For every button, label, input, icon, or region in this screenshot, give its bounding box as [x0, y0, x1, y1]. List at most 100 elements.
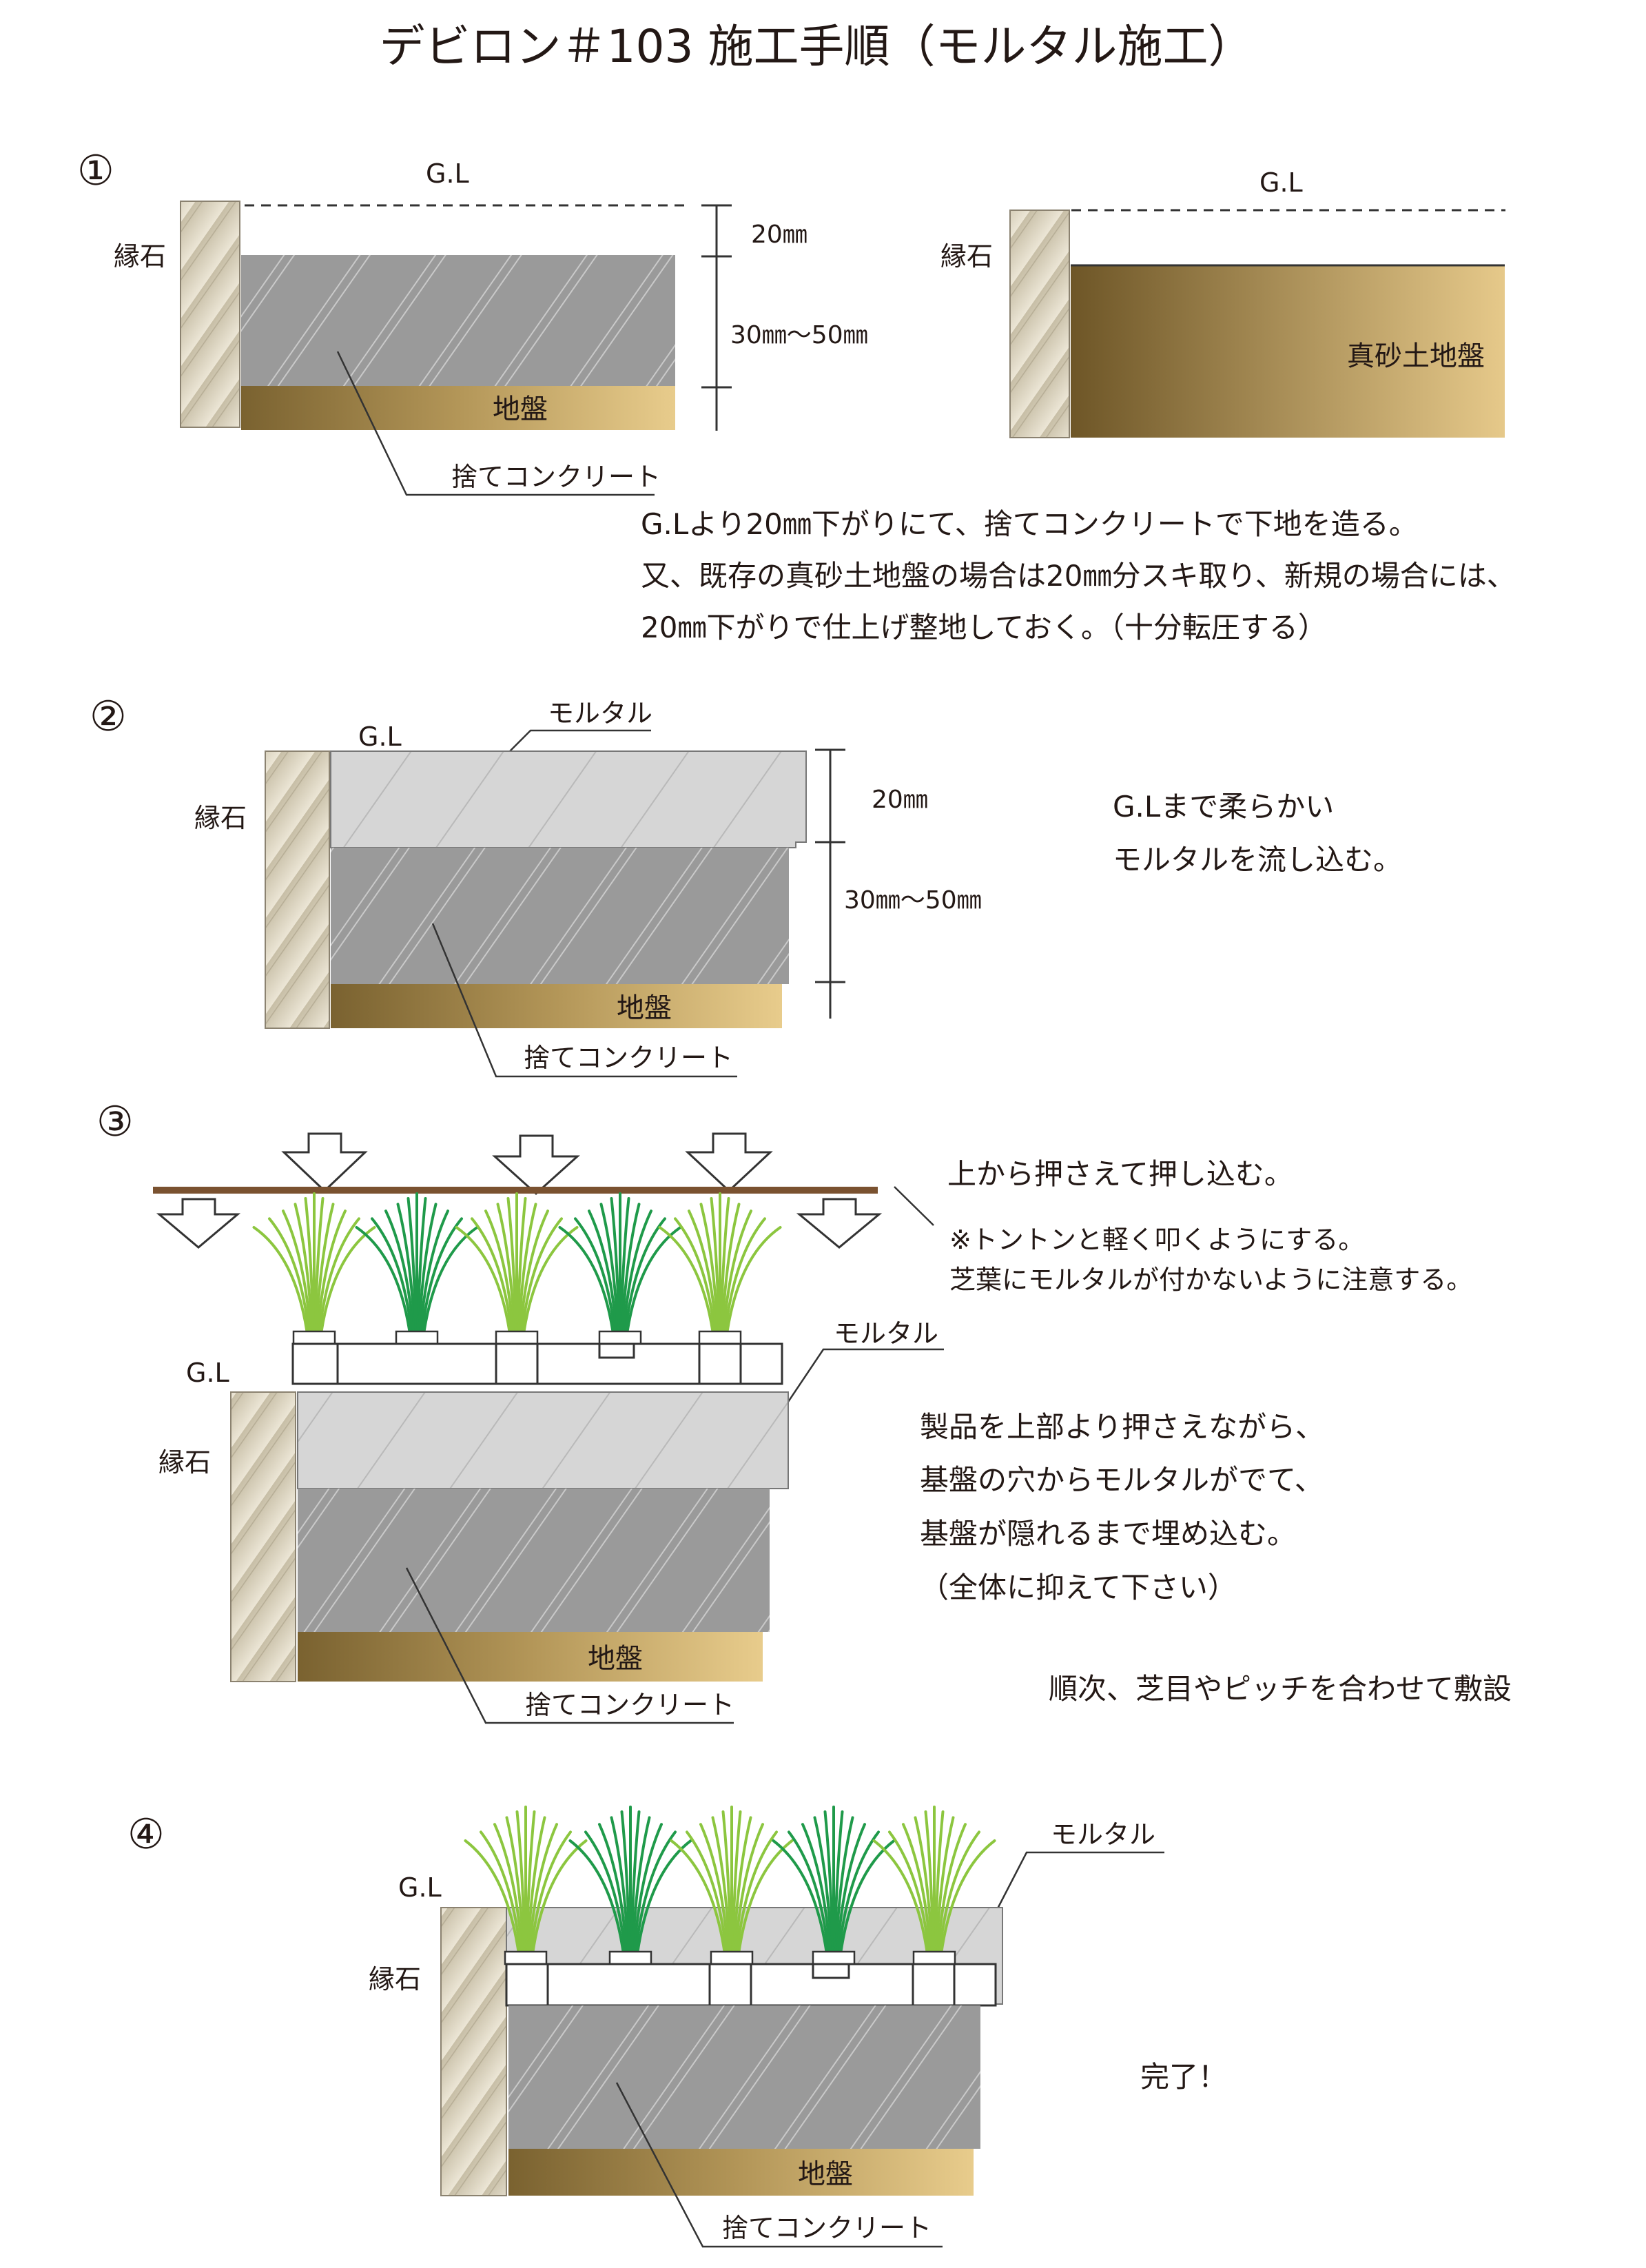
- step-2-ground-label: 地盤: [617, 992, 672, 1024]
- step-1-alt-ground: [1071, 265, 1505, 438]
- grass-blade: [688, 1209, 718, 1333]
- step-4-concrete: [508, 2005, 980, 2149]
- grass-blade: [732, 1816, 752, 1953]
- grass-blade: [304, 1197, 315, 1333]
- grass-blade: [710, 1197, 721, 1333]
- press-arrows: [156, 1132, 883, 1249]
- step-2-concrete: [331, 848, 789, 984]
- grass-blade: [355, 1226, 411, 1333]
- step-4-done: 完了！: [1140, 2060, 1227, 2094]
- step-3-number: ③: [96, 1098, 134, 1146]
- step-3-press-text: 上から押さえて押し込む。: [947, 1157, 1293, 1191]
- press-arrow-icon: [796, 1198, 883, 1249]
- step-3-note: ※トントンと軽く叩くようにする。: [949, 1225, 1364, 1255]
- step-2-dim-bottom: 30㎜～50㎜: [844, 886, 982, 915]
- step-2-text: モルタルを流し込む。: [1113, 843, 1402, 877]
- grass-blade: [315, 1203, 335, 1333]
- turf-cup: [608, 1950, 652, 1965]
- grass-blade: [936, 1823, 967, 1953]
- step-2-curb: [265, 750, 330, 1029]
- grass-blade: [610, 1197, 621, 1333]
- grass-blade: [632, 1823, 663, 1953]
- grass-blade: [813, 1816, 833, 1953]
- turf-cup: [395, 1330, 439, 1345]
- grass-blade: [801, 1823, 832, 1953]
- grass-blade: [934, 1810, 945, 1953]
- press-arrow-icon: [156, 1198, 241, 1249]
- grass-blade: [407, 1197, 418, 1333]
- step-3-text: （全体に抑えて下さい）: [920, 1571, 1237, 1604]
- grass-blade: [493, 1823, 524, 1953]
- step-3-mortar-label: モルタル: [834, 1318, 938, 1349]
- grass-blade: [371, 1217, 413, 1333]
- grass-blade: [584, 1830, 627, 1953]
- grass-blade: [631, 1816, 651, 1953]
- turf-cup: [812, 1950, 856, 1965]
- step-3-text: 製品を上部より押さえながら、: [920, 1410, 1324, 1444]
- grass-blade: [464, 1839, 520, 1953]
- step-3-text: 基盤が隠れるまで埋め込む。: [920, 1517, 1296, 1551]
- step-1-ground-label: 地盤: [493, 394, 548, 425]
- step-1-dim-bottom: 30㎜～50㎜: [730, 321, 868, 349]
- grass-blade: [455, 1226, 511, 1333]
- grass-blade: [836, 1823, 866, 1953]
- grass-blade: [318, 1217, 360, 1333]
- step-3-mortar-layer: [297, 1391, 789, 1489]
- grass-blade: [471, 1217, 513, 1333]
- grass-blade: [420, 1217, 463, 1333]
- grass-blade: [252, 1226, 309, 1333]
- grass-blade: [416, 1197, 427, 1333]
- step-4-curb-label: 縁石: [369, 1964, 421, 1994]
- grass-blade: [419, 1209, 449, 1333]
- grass-blade: [282, 1209, 312, 1333]
- grass-blade: [599, 1203, 619, 1333]
- grass-blade: [619, 1197, 630, 1333]
- step-2-number: ②: [90, 693, 127, 741]
- step-4-mortar-leader: [994, 1851, 1164, 1913]
- grass-blade: [525, 1810, 536, 1953]
- grass-blade: [721, 1203, 741, 1333]
- step-3-mortar-leader: [784, 1348, 944, 1407]
- grass-blade: [520, 1217, 563, 1333]
- turf-base-product: [505, 1963, 997, 2007]
- grass-blade: [699, 1203, 719, 1333]
- grass-blade: [484, 1209, 515, 1333]
- step-1-alt-curb: [1009, 210, 1070, 438]
- grass-blade: [723, 1217, 766, 1333]
- grass-blade: [517, 1203, 537, 1333]
- step-1-curb: [180, 201, 240, 428]
- grass-blade: [772, 1839, 828, 1953]
- grass-blade: [938, 1830, 980, 1953]
- step-4: ④ モルタル G.L 縁石 地盤 捨てコンクリート 完了！: [127, 1806, 1227, 2248]
- step-3-curb: [230, 1391, 296, 1682]
- grass-blade: [734, 1823, 764, 1953]
- grass-blade: [699, 1823, 730, 1953]
- grass-blade: [722, 1209, 752, 1333]
- step-1-alt-curb-label: 縁石: [940, 241, 993, 272]
- press-arrow-icon: [281, 1132, 368, 1193]
- step-1-concrete: [241, 255, 675, 386]
- grass-blade: [480, 1830, 522, 1953]
- grass-blade: [313, 1197, 325, 1333]
- grass-blade: [621, 1203, 641, 1333]
- turf-cup: [504, 1950, 548, 1965]
- step-2-mortar-label: モルタル: [548, 698, 652, 728]
- grass-blade: [940, 1839, 996, 1953]
- grass-blade: [674, 1217, 717, 1333]
- step-3-text: 基盤の穴からモルタルがでて、: [920, 1463, 1324, 1497]
- grass-blade: [719, 1197, 730, 1333]
- step-3-ground: [298, 1632, 763, 1682]
- step-4-number: ④: [127, 1810, 165, 1859]
- step-4-gl-label: G.L: [398, 1872, 442, 1903]
- grass-blade: [516, 1197, 527, 1333]
- step-1-ground: [241, 386, 675, 430]
- grass-blade: [634, 1830, 677, 1953]
- step-2-curb-label: 縁石: [194, 803, 247, 833]
- grass-blade: [731, 1810, 742, 1953]
- step-3-ground-label: 地盤: [588, 1643, 643, 1675]
- grass-blade: [834, 1816, 854, 1953]
- grass-blade: [396, 1203, 416, 1333]
- grass-blade: [598, 1823, 628, 1953]
- press-board: [153, 1187, 878, 1194]
- step-4-curb: [440, 1907, 507, 2196]
